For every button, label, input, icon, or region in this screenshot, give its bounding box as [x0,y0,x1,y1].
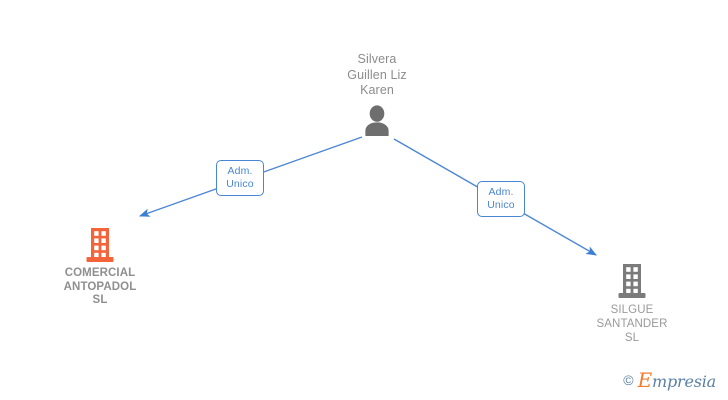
node-company-comercial-antopadol[interactable]: COMERCIAL ANTOPADOL SL [40,228,160,308]
edge-label-adm-unico-right[interactable]: Adm. Unico [477,181,525,217]
node-person[interactable]: Silvera Guillen Liz Karen [314,52,440,136]
node-company-silgue-santander[interactable]: SILGUE SANTANDER SL [571,264,693,345]
watermark-empresia: © Empresia [623,370,716,390]
brand-rest: mpresia [652,372,716,391]
building-icon [40,228,160,262]
person-icon [314,104,440,136]
copyright-icon: © [623,372,634,388]
brand-initial: E [637,368,653,392]
node-company-comercial-antopadol-label: COMERCIAL ANTOPADOL SL [63,267,137,306]
node-person-label: Silvera Guillen Liz Karen [347,52,407,97]
edge-label-adm-unico-left[interactable]: Adm. Unico [216,160,264,196]
building-icon [571,264,693,298]
node-company-silgue-santander-label: SILGUE SANTANDER SL [596,304,668,344]
brand-wordmark: Empresia [637,368,717,392]
